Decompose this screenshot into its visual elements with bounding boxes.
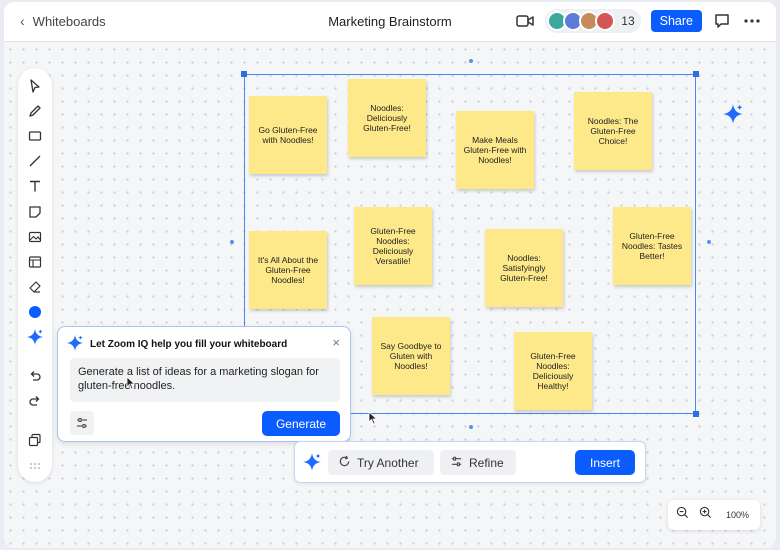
zoom-out-icon[interactable] (676, 506, 689, 524)
avatar (595, 11, 616, 31)
participant-count: 13 (621, 14, 635, 28)
resize-handle[interactable] (693, 71, 699, 77)
zoom-in-icon[interactable] (699, 506, 712, 524)
video-camera-icon[interactable] (515, 11, 535, 31)
sticky-note[interactable]: Gluten-Free Noodles: Deliciously Healthy… (514, 332, 592, 410)
insert-button[interactable]: Insert (575, 450, 635, 475)
drag-handle-icon[interactable] (25, 456, 45, 476)
page-title: Marketing Brainstorm (328, 14, 452, 29)
eraser-icon[interactable] (25, 277, 45, 297)
iq-heading: Let Zoom IQ help you fill your whiteboar… (90, 339, 288, 350)
sparkle-icon (66, 334, 84, 355)
sparkle-icon[interactable] (722, 103, 744, 125)
resize-handle[interactable] (241, 71, 247, 77)
layers-icon[interactable] (25, 430, 45, 450)
generate-button[interactable]: Generate (262, 411, 340, 436)
zoom-control: 100% (668, 500, 760, 530)
back-label: Whiteboards (32, 13, 106, 29)
sticky-note-icon[interactable] (25, 202, 45, 222)
try-another-label: Try Another (357, 455, 419, 470)
back-to-whiteboards-button[interactable]: ‹ Whiteboards (20, 13, 106, 29)
iq-prompt-input[interactable]: Generate a list of ideas for a marketing… (70, 358, 340, 402)
participants[interactable]: 13 (545, 9, 641, 33)
sticky-note[interactable]: Say Goodbye to Gluten with Noodles! (372, 317, 450, 395)
tool-palette (18, 68, 52, 482)
pen-icon[interactable] (25, 101, 45, 121)
share-button[interactable]: Share (650, 10, 702, 32)
text-icon[interactable] (25, 176, 45, 196)
rectangle-icon[interactable] (25, 126, 45, 146)
edge-handle[interactable] (707, 240, 711, 244)
sticky-note[interactable]: Gluten-Free Noodles: Deliciously Versati… (354, 207, 432, 285)
edge-handle[interactable] (230, 240, 234, 244)
color-icon[interactable] (25, 302, 45, 322)
redo-icon[interactable] (25, 391, 45, 411)
sticky-note[interactable]: Noodles: Satisfyingly Gluten-Free! (485, 229, 563, 307)
settings-sliders-icon[interactable] (70, 411, 94, 435)
close-icon[interactable]: × (332, 335, 340, 350)
sticky-note[interactable]: It's All About the Gluten-Free Noodles! (249, 231, 327, 309)
selection-frame[interactable] (244, 74, 696, 414)
edge-handle[interactable] (469, 425, 473, 429)
iq-action-bar: Try Another Refine Insert (294, 441, 646, 483)
sticky-note[interactable]: Noodles: The Gluten-Free Choice! (574, 92, 652, 170)
top-bar: ‹ Whiteboards Marketing Brainstorm 13 Sh… (4, 2, 776, 42)
mouse-cursor-icon (368, 411, 378, 425)
app-window: ‹ Whiteboards Marketing Brainstorm 13 Sh… (4, 2, 776, 548)
zoom-level: 100% (726, 510, 750, 520)
zoom-iq-panel: Let Zoom IQ help you fill your whiteboar… (57, 326, 351, 442)
mouse-cursor-icon (126, 376, 136, 390)
undo-icon[interactable] (25, 366, 45, 386)
iq-header: Let Zoom IQ help you fill your whiteboar… (66, 334, 287, 355)
refine-label: Refine (469, 455, 504, 470)
template-icon[interactable] (25, 252, 45, 272)
sparkle-icon[interactable] (25, 327, 45, 347)
sticky-note[interactable]: Gluten-Free Noodles: Tastes Better! (613, 207, 691, 285)
more-horizontal-icon[interactable] (742, 11, 762, 31)
try-another-button[interactable]: Try Another (328, 450, 434, 475)
header-actions: 13 Share (515, 9, 762, 33)
settings-sliders-icon (450, 455, 463, 471)
refresh-icon (338, 455, 351, 471)
sticky-note[interactable]: Go Gluten-Free with Noodles! (249, 96, 327, 174)
select-icon[interactable] (25, 76, 45, 96)
line-icon[interactable] (25, 151, 45, 171)
sparkle-icon (302, 452, 322, 472)
chat-bubble-icon[interactable] (712, 11, 732, 31)
resize-handle[interactable] (693, 411, 699, 417)
image-icon[interactable] (25, 227, 45, 247)
chevron-left-icon: ‹ (20, 13, 25, 29)
refine-button[interactable]: Refine (440, 450, 516, 475)
rotate-handle[interactable] (469, 59, 473, 63)
sticky-note[interactable]: Noodles: Deliciously Gluten-Free! (348, 79, 426, 157)
sticky-note[interactable]: Make Meals Gluten-Free with Noodles! (456, 111, 534, 189)
